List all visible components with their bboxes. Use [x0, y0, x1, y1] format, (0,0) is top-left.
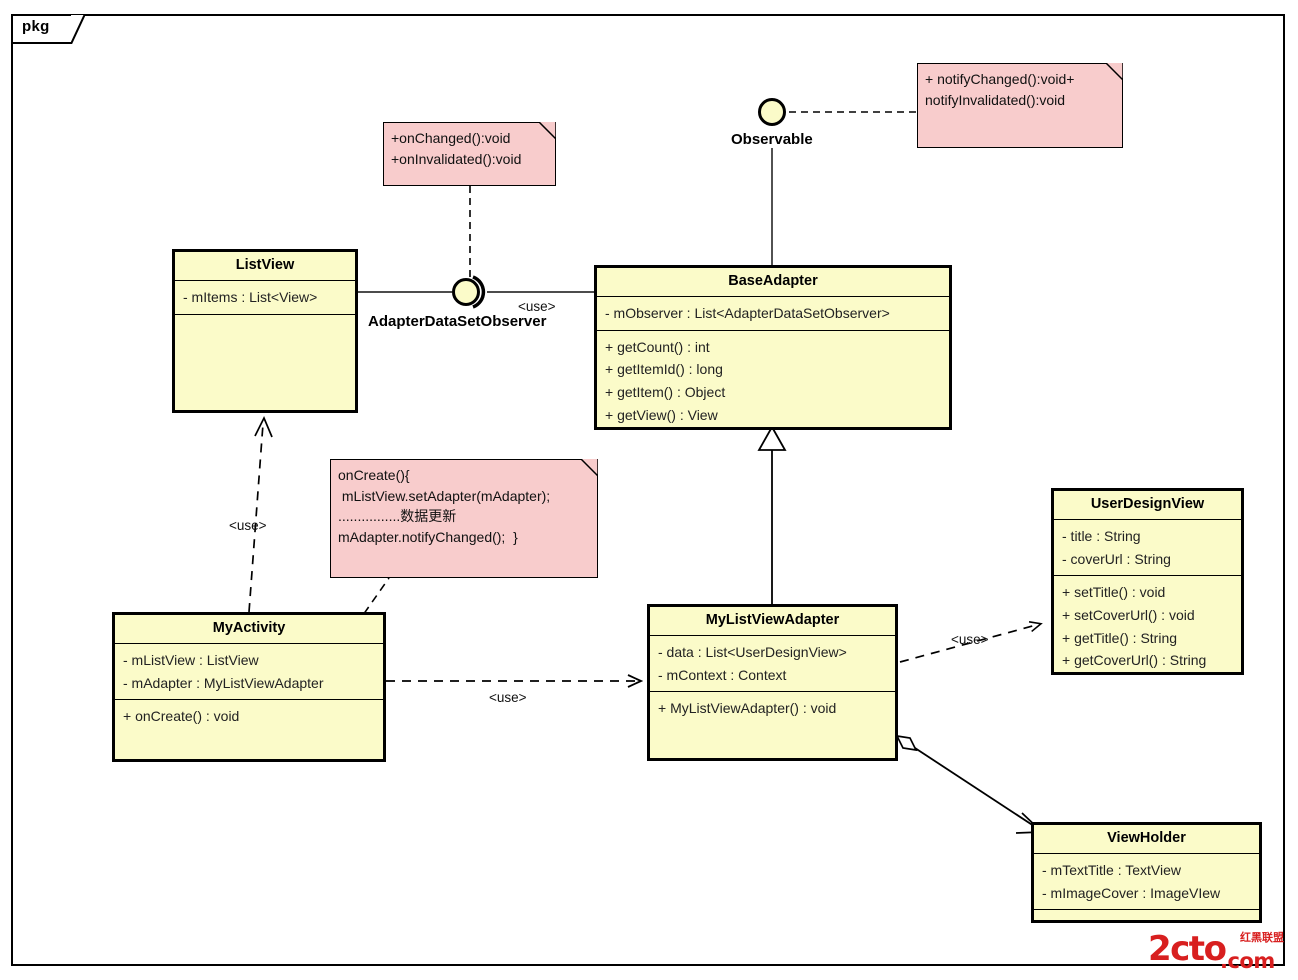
note-line: +onChanged():void	[391, 130, 511, 146]
class-member: - mAdapter : MyListViewAdapter	[123, 674, 324, 691]
note-observer-callbacks: +onChanged():void +onInvalidated():void	[383, 122, 556, 186]
class-name-userdesignview: UserDesignView	[1054, 491, 1241, 520]
note-fold-icon	[1106, 63, 1123, 80]
class-mylistviewadapter[interactable]: MyListViewAdapter - data : List<UserDesi…	[647, 604, 898, 761]
interface-label-adapterdatasetobserver: AdapterDataSetObserver	[368, 313, 547, 330]
class-name-listview: ListView	[175, 252, 355, 281]
class-member: + getItemId() : long	[605, 361, 723, 378]
class-baseadapter[interactable]: BaseAdapter - mObserver : List<AdapterDa…	[594, 265, 952, 430]
note-line: + notifyChanged():void+	[925, 71, 1075, 87]
package-frame	[11, 14, 1285, 966]
note-line: mAdapter.notifyChanged(); }	[338, 528, 518, 545]
interface-lollipop-adapterdatasetobserver[interactable]	[452, 278, 480, 306]
class-member: + getItem() : Object	[605, 383, 726, 400]
note-line: mListView.setAdapter(mAdapter);	[338, 487, 551, 504]
note-line: ................数据更新	[338, 508, 457, 525]
class-listview[interactable]: ListView - mItems : List<View>	[172, 249, 358, 413]
class-operations-baseadapter: + getCount() : int + getItemId() : long …	[597, 331, 949, 432]
use-label-interface: <use>	[518, 299, 556, 314]
class-operations-userdesignview: + setTitle() : void + setCoverUrl() : vo…	[1054, 576, 1241, 677]
class-myactivity[interactable]: MyActivity - mListView : ListView - mAda…	[112, 612, 386, 762]
package-tab	[11, 14, 71, 44]
class-member: + MyListViewAdapter() : void	[658, 700, 837, 717]
interface-lollipop-observable[interactable]	[758, 98, 786, 126]
class-member: + getView() : View	[605, 406, 718, 423]
class-member: - mObserver : List<AdapterDataSetObserve…	[605, 304, 890, 321]
class-operations-listview	[175, 315, 355, 403]
class-member: - mContext : Context	[658, 666, 787, 683]
note-fold-icon	[539, 122, 556, 139]
class-member: - title : String	[1062, 527, 1141, 544]
interface-socket-adapterdatasetobserver	[470, 275, 496, 309]
use-label-myactivity-mylistviewadapter: <use>	[489, 690, 527, 705]
class-member: + setCoverUrl() : void	[1062, 606, 1195, 623]
class-member: + getCoverUrl() : String	[1062, 652, 1207, 669]
class-userdesignview[interactable]: UserDesignView - title : String - coverU…	[1051, 488, 1244, 675]
class-operations-mylistviewadapter: + MyListViewAdapter() : void	[650, 692, 895, 758]
use-label-myactivity-listview: <use>	[229, 518, 267, 533]
note-line: notifyInvalidated():void	[925, 91, 1066, 108]
class-attributes-listview: - mItems : List<View>	[175, 281, 355, 315]
class-member: + onCreate() : void	[123, 708, 240, 725]
class-member: + getCount() : int	[605, 338, 710, 355]
class-member: + setTitle() : void	[1062, 584, 1166, 601]
note-oncreate-body: onCreate(){ mListView.setAdapter(mAdapte…	[330, 459, 598, 578]
class-name-mylistviewadapter: MyListViewAdapter	[650, 607, 895, 636]
package-tab-corner-icon	[71, 14, 85, 44]
class-attributes-userdesignview: - title : String - coverUrl : String	[1054, 520, 1241, 577]
package-label: pkg	[22, 18, 50, 35]
class-attributes-viewholder: - mTextTitle : TextView - mImageCover : …	[1034, 854, 1259, 911]
note-fold-icon	[581, 459, 598, 476]
class-member: - mItems : List<View>	[183, 288, 318, 305]
class-attributes-myactivity: - mListView : ListView - mAdapter : MyLi…	[115, 644, 383, 701]
use-label-mylistviewadapter-userdesignview: <use>	[951, 632, 989, 647]
class-attributes-baseadapter: - mObserver : List<AdapterDataSetObserve…	[597, 297, 949, 331]
class-operations-myactivity: + onCreate() : void	[115, 700, 383, 764]
class-member: - mTextTitle : TextView	[1042, 861, 1182, 878]
note-line: +onInvalidated():void	[391, 150, 522, 167]
class-name-myactivity: MyActivity	[115, 615, 383, 644]
interface-label-observable: Observable	[731, 131, 813, 148]
class-name-baseadapter: BaseAdapter	[597, 268, 949, 297]
note-observable-notify: + notifyChanged():void+ notifyInvalidate…	[917, 63, 1123, 148]
class-operations-viewholder	[1034, 910, 1259, 935]
class-viewholder[interactable]: ViewHolder - mTextTitle : TextView - mIm…	[1031, 822, 1262, 923]
class-name-viewholder: ViewHolder	[1034, 825, 1259, 854]
class-member: - coverUrl : String	[1062, 550, 1171, 567]
class-member: - data : List<UserDesignView>	[658, 643, 847, 660]
class-member: - mImageCover : ImageVIew	[1042, 884, 1221, 901]
class-member: - mListView : ListView	[123, 651, 259, 668]
class-member: + getTitle() : String	[1062, 629, 1178, 646]
note-line: onCreate(){	[338, 467, 410, 483]
class-attributes-mylistviewadapter: - data : List<UserDesignView> - mContext…	[650, 636, 895, 693]
